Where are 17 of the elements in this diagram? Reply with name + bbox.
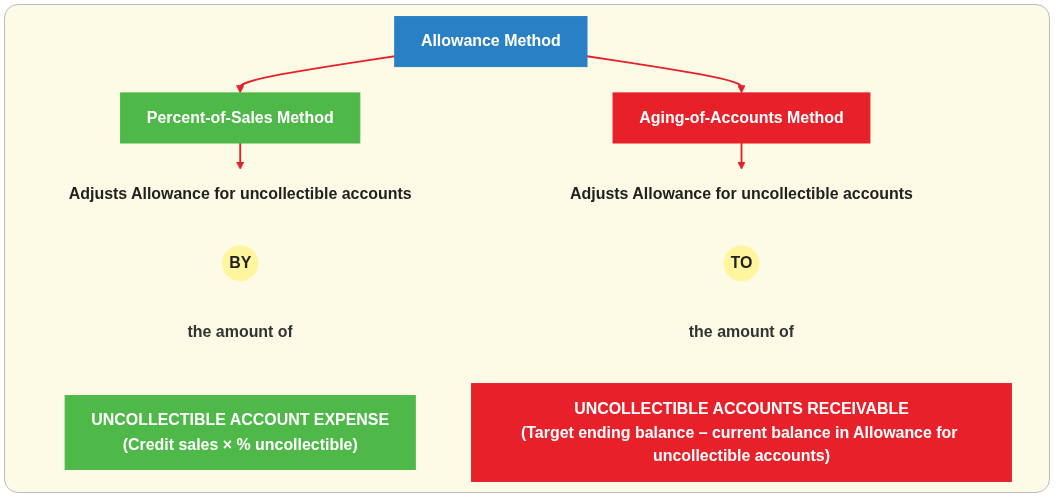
arrow	[236, 141, 245, 170]
box-subtitle: (Target ending balance – current balance in Allowance for uncollectible accounts)	[521, 422, 959, 465]
box-label: UNCOLLECTIBLE ACCOUNTS RECEIVABLE	[574, 399, 909, 417]
caption-text: the amount of	[187, 322, 293, 341]
caption-text: the amount of	[688, 322, 795, 341]
box-subtitle: (Credit sales × % uncollectible)	[122, 434, 358, 453]
arrow	[236, 54, 396, 93]
box-label: UNCOLLECTIBLE ACCOUNT EXPENSE	[91, 410, 390, 429]
box-label: Aging-of-Accounts Method	[639, 108, 844, 127]
node-text: Adjusts Allowance for uncollectible accounts	[570, 184, 913, 203]
arrow	[737, 141, 746, 170]
box-label: TO	[730, 253, 753, 272]
box-label: Allowance Method	[420, 31, 561, 50]
node-text: Adjusts Allowance for uncollectible accounts	[68, 184, 412, 203]
box-label: Percent-of-Sales Method	[146, 108, 334, 127]
arrow	[586, 54, 746, 93]
box-label: BY	[229, 253, 252, 272]
